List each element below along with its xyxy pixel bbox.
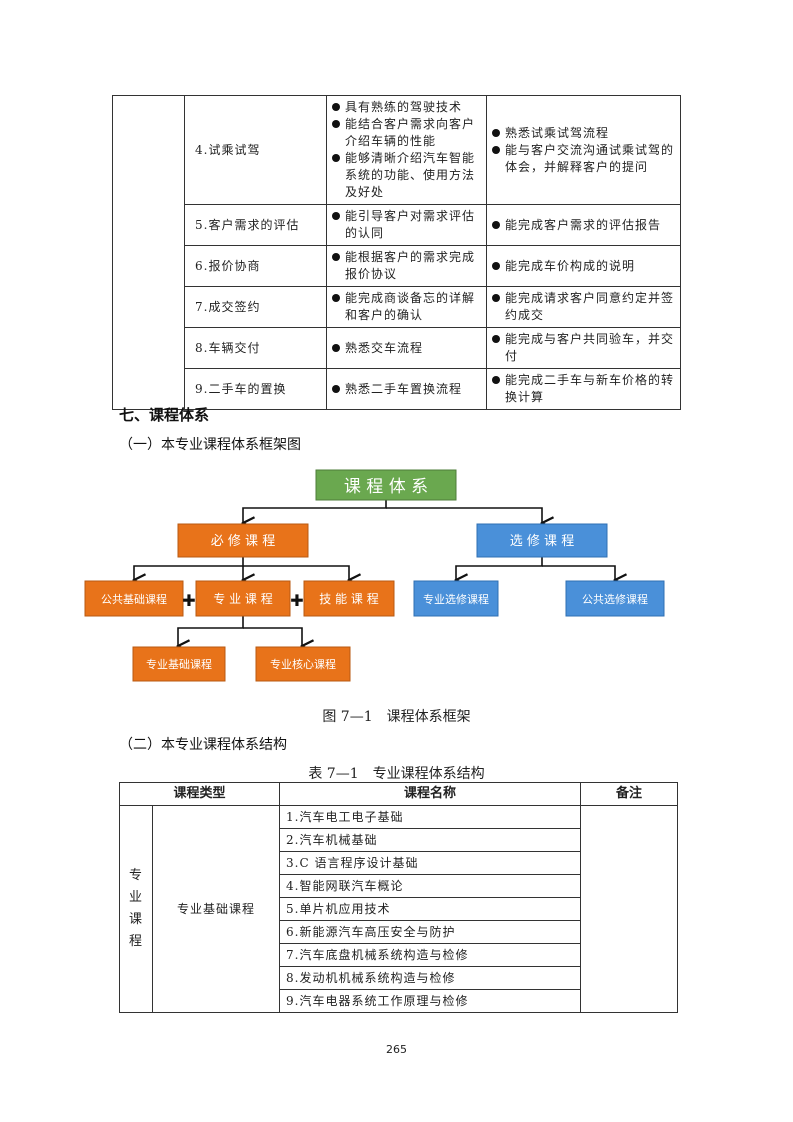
work-item-cell: 4.试乘试驾 — [184, 95, 327, 205]
svg-text:公共选修课程: 公共选修课程 — [582, 592, 648, 606]
bullet-item: 能引导客户对需求评估的认同 — [331, 208, 482, 242]
course-group-cell: 专业课程 — [119, 805, 153, 1013]
bullet-item: 能完成请求客户同意约定并签约成交 — [491, 290, 676, 324]
course-name-cell: 5.单片机应用技术 — [279, 897, 582, 921]
box-public-basic-courses: 公共基础课程 — [84, 580, 184, 617]
knowledge-cell: 能完成客户需求的评估报告 — [486, 204, 681, 246]
work-item-cell: 5.客户需求的评估 — [184, 204, 327, 246]
svg-text:专业基础课程: 专业基础课程 — [146, 657, 212, 671]
table-row: 5.客户需求的评估能引导客户对需求评估的认同能完成客户需求的评估报告 — [113, 204, 681, 246]
svg-text:技 能 课 程: 技 能 课 程 — [319, 591, 378, 606]
table-row: 7.汽车底盘机械系统构造与检修 — [120, 943, 678, 967]
connector-lines — [134, 500, 615, 646]
bullet-item: 熟悉二手车置换流程 — [331, 381, 482, 398]
table-row: 9.汽车电器系统工作原理与检修 — [120, 989, 678, 1013]
course-name-cell: 3.C 语言程序设计基础 — [279, 851, 582, 875]
knowledge-cell: 能完成二手车与新车价格的转换计算 — [486, 368, 681, 410]
category-cell — [112, 95, 185, 410]
svg-text:公共基础课程: 公共基础课程 — [101, 593, 167, 606]
header-course-type: 课程类型 — [118, 782, 281, 806]
box-professional-core-courses: 专业核心课程 — [255, 646, 351, 682]
svg-text:必 修 课 程: 必 修 课 程 — [211, 534, 275, 549]
svg-text:课 程 体 系: 课 程 体 系 — [344, 477, 428, 497]
bullet-item: 能与客户交流沟通试乘试驾的体会，并解释客户的提问 — [491, 142, 676, 176]
table-row: 4.智能网联汽车概论 — [120, 874, 678, 898]
bullet-item: 能根据客户的需求完成报价协议 — [331, 249, 482, 283]
table-row: 7.成交签约能完成商谈备忘的详解和客户的确认能完成请求客户同意约定并签约成交 — [113, 286, 681, 328]
bullet-item: 能完成商谈备忘的详解和客户的确认 — [331, 290, 482, 324]
box-professional-basic-courses: 专业基础课程 — [132, 646, 226, 682]
work-item-cell: 7.成交签约 — [184, 286, 327, 328]
subsection-structure-title: （二）本专业课程体系结构 — [119, 737, 287, 753]
course-name-cell: 9.汽车电器系统工作原理与检修 — [279, 989, 582, 1013]
box-skill-courses: 技 能 课 程 — [303, 580, 395, 617]
knowledge-cell: 能完成请求客户同意约定并签约成交 — [486, 286, 681, 328]
table-row: 4.试乘试驾具有熟练的驾驶技术能结合客户需求向客户介绍车辆的性能能够清晰介绍汽车… — [112, 95, 681, 410]
course-name-cell: 1.汽车电工电子基础 — [279, 805, 582, 829]
table-row: 8.车辆交付熟悉交车流程能完成与客户共同验车，并交付 — [113, 327, 681, 369]
plus-icon: ✚ — [290, 591, 303, 610]
box-required-courses: 必 修 课 程 — [177, 523, 309, 558]
skills-cell: 能引导客户对需求评估的认同 — [326, 204, 487, 246]
table-row: 5.单片机应用技术 — [120, 897, 678, 921]
subsection-framework-title: （一）本专业课程体系框架图 — [119, 437, 301, 453]
skills-cell: 能完成商谈备忘的详解和客户的确认 — [326, 286, 487, 328]
svg-text:专 业 课 程: 专 业 课 程 — [213, 591, 272, 606]
bullet-item: 熟悉交车流程 — [331, 340, 482, 357]
bullet-item: 能完成车价构成的说明 — [491, 258, 676, 275]
table-row: 6.报价协商能根据客户的需求完成报价协议能完成车价构成的说明 — [113, 245, 681, 287]
box-elective-courses: 选 修 课 程 — [476, 523, 608, 558]
bullet-item: 能完成与客户共同验车，并交付 — [491, 331, 676, 365]
figure-caption: 图 7—1 课程体系框架 — [322, 709, 471, 725]
header-course-name: 课程名称 — [279, 782, 582, 806]
course-subgroup-cell: 专业基础课程 — [151, 805, 281, 1013]
svg-text:专业核心课程: 专业核心课程 — [270, 657, 336, 671]
course-name-cell: 2.汽车机械基础 — [279, 828, 582, 852]
remarks-cell — [580, 805, 679, 1013]
bullet-item: 能结合客户需求向客户介绍车辆的性能 — [331, 116, 482, 150]
page-number: 265 — [386, 1043, 407, 1056]
course-system-diagram: 课 程 体 系 必 修 课 程 选 修 课 程 公共基础课程 专 业 课 程 技… — [84, 469, 665, 682]
table-row: 9.二手车的置换熟悉二手车置换流程能完成二手车与新车价格的转换计算 — [113, 368, 681, 410]
course-name-cell: 7.汽车底盘机械系统构造与检修 — [279, 943, 582, 967]
box-professional-elective-courses: 专业选修课程 — [413, 580, 499, 617]
table-row: 2.汽车机械基础 — [120, 828, 678, 852]
svg-text:选 修 课 程: 选 修 课 程 — [510, 534, 574, 549]
skills-cell: 熟悉二手车置换流程 — [326, 368, 487, 410]
box-professional-courses: 专 业 课 程 — [195, 580, 291, 617]
table-row: 3.C 语言程序设计基础 — [120, 851, 678, 875]
bullet-item: 熟悉试乘试驾流程 — [491, 125, 676, 142]
competency-table: 4.试乘试驾具有熟练的驾驶技术能结合客户需求向客户介绍车辆的性能能够清晰介绍汽车… — [112, 95, 681, 410]
work-item-cell: 6.报价协商 — [184, 245, 327, 287]
bullet-item: 能完成客户需求的评估报告 — [491, 217, 676, 234]
skills-cell: 熟悉交车流程 — [326, 327, 487, 369]
course-name-cell: 4.智能网联汽车概论 — [279, 874, 582, 898]
work-item-cell: 8.车辆交付 — [184, 327, 327, 369]
box-course-system: 课 程 体 系 — [315, 469, 457, 501]
work-item-cell: 9.二手车的置换 — [184, 368, 327, 410]
skills-cell: 能根据客户的需求完成报价协议 — [326, 245, 487, 287]
bullet-item: 具有熟练的驾驶技术 — [331, 99, 482, 116]
knowledge-cell: 熟悉试乘试驾流程能与客户交流沟通试乘试驾的体会，并解释客户的提问 — [486, 95, 681, 205]
svg-text:专业选修课程: 专业选修课程 — [423, 592, 489, 606]
box-public-elective-courses: 公共选修课程 — [565, 580, 665, 617]
plus-icon: ✚ — [182, 591, 195, 610]
skills-cell: 具有熟练的驾驶技术能结合客户需求向客户介绍车辆的性能能够清晰介绍汽车智能系统的功… — [326, 95, 487, 205]
bullet-item: 能够清晰介绍汽车智能系统的功能、使用方法及好处 — [331, 150, 482, 201]
bullet-item: 能完成二手车与新车价格的转换计算 — [491, 372, 676, 406]
section-title: 七、课程体系 — [119, 406, 210, 424]
table-row: 6.新能源汽车高压安全与防护 — [120, 920, 678, 944]
header-remarks: 备注 — [580, 782, 679, 806]
course-name-cell: 6.新能源汽车高压安全与防护 — [279, 920, 582, 944]
table-caption: 表 7—1 专业课程体系结构 — [308, 766, 485, 782]
knowledge-cell: 能完成与客户共同验车，并交付 — [486, 327, 681, 369]
knowledge-cell: 能完成车价构成的说明 — [486, 245, 681, 287]
course-name-cell: 8.发动机机械系统构造与检修 — [279, 966, 582, 990]
table-header-row: 课程类型 课程名称 备注 — [118, 782, 679, 806]
